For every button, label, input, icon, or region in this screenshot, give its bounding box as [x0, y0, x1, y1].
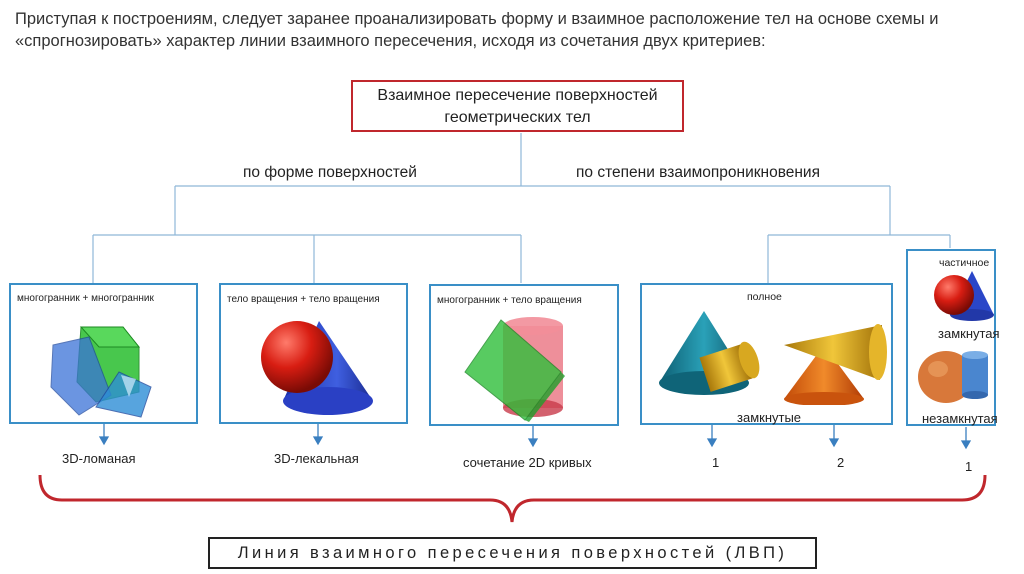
root-box: Взаимное пересечение поверхностей геомет… [351, 80, 684, 132]
result-full-1: 1 [712, 455, 720, 470]
result-rev-rev: 3D-лекальная [274, 451, 359, 466]
prism-cylinder-illustration [464, 317, 565, 422]
result-full-2: 2 [837, 455, 845, 470]
curly-brace [38, 474, 987, 523]
panel-poly-poly-title: многогранник + многогранник [17, 293, 154, 304]
panel-full-caption: замкнутые [737, 410, 802, 425]
panel-full-title: полное [747, 291, 782, 303]
panel-partial-title: частичное [939, 257, 990, 269]
panel-rev-rev: тело вращения + тело вращения [219, 283, 408, 424]
partial-open-label: незамкнутая [922, 411, 998, 426]
panel-poly-rev: многогранник + тело вращения [429, 284, 619, 426]
panel-full: полное замкнутые [640, 283, 893, 425]
result-poly-poly: 3D-ломаная [62, 451, 136, 466]
final-box: Линия взаимного пересечения поверхностей… [208, 537, 817, 569]
result-poly-rev: сочетание 2D кривых [463, 455, 592, 470]
result-partial: 1 [965, 459, 973, 474]
panel-poly-rev-title: многогранник + тело вращения [437, 295, 582, 306]
partial-closed-illustration [934, 271, 994, 321]
branch-penetration-label: по степени взаимопроникновения [576, 164, 820, 181]
cone-cylinder-illustration [659, 311, 887, 405]
branch-form-label: по форме поверхностей [243, 164, 417, 181]
partial-open-illustration [918, 351, 988, 403]
root-label: Взаимное пересечение поверхностей геомет… [377, 87, 658, 126]
final-label: Линия взаимного пересечения поверхностей… [237, 544, 788, 562]
partial-closed-label: замкнутая [938, 326, 1000, 341]
polyhedra-illustration [50, 326, 152, 418]
panel-poly-poly: многогранник + многогранник [9, 283, 198, 424]
panel-partial: частичное замкнутая незамкнутая [906, 249, 1000, 426]
sphere-cone-illustration [261, 321, 373, 415]
intro-paragraph: Приступая к построениям, следует заранее… [15, 10, 939, 50]
panel-rev-rev-title: тело вращения + тело вращения [227, 294, 380, 305]
